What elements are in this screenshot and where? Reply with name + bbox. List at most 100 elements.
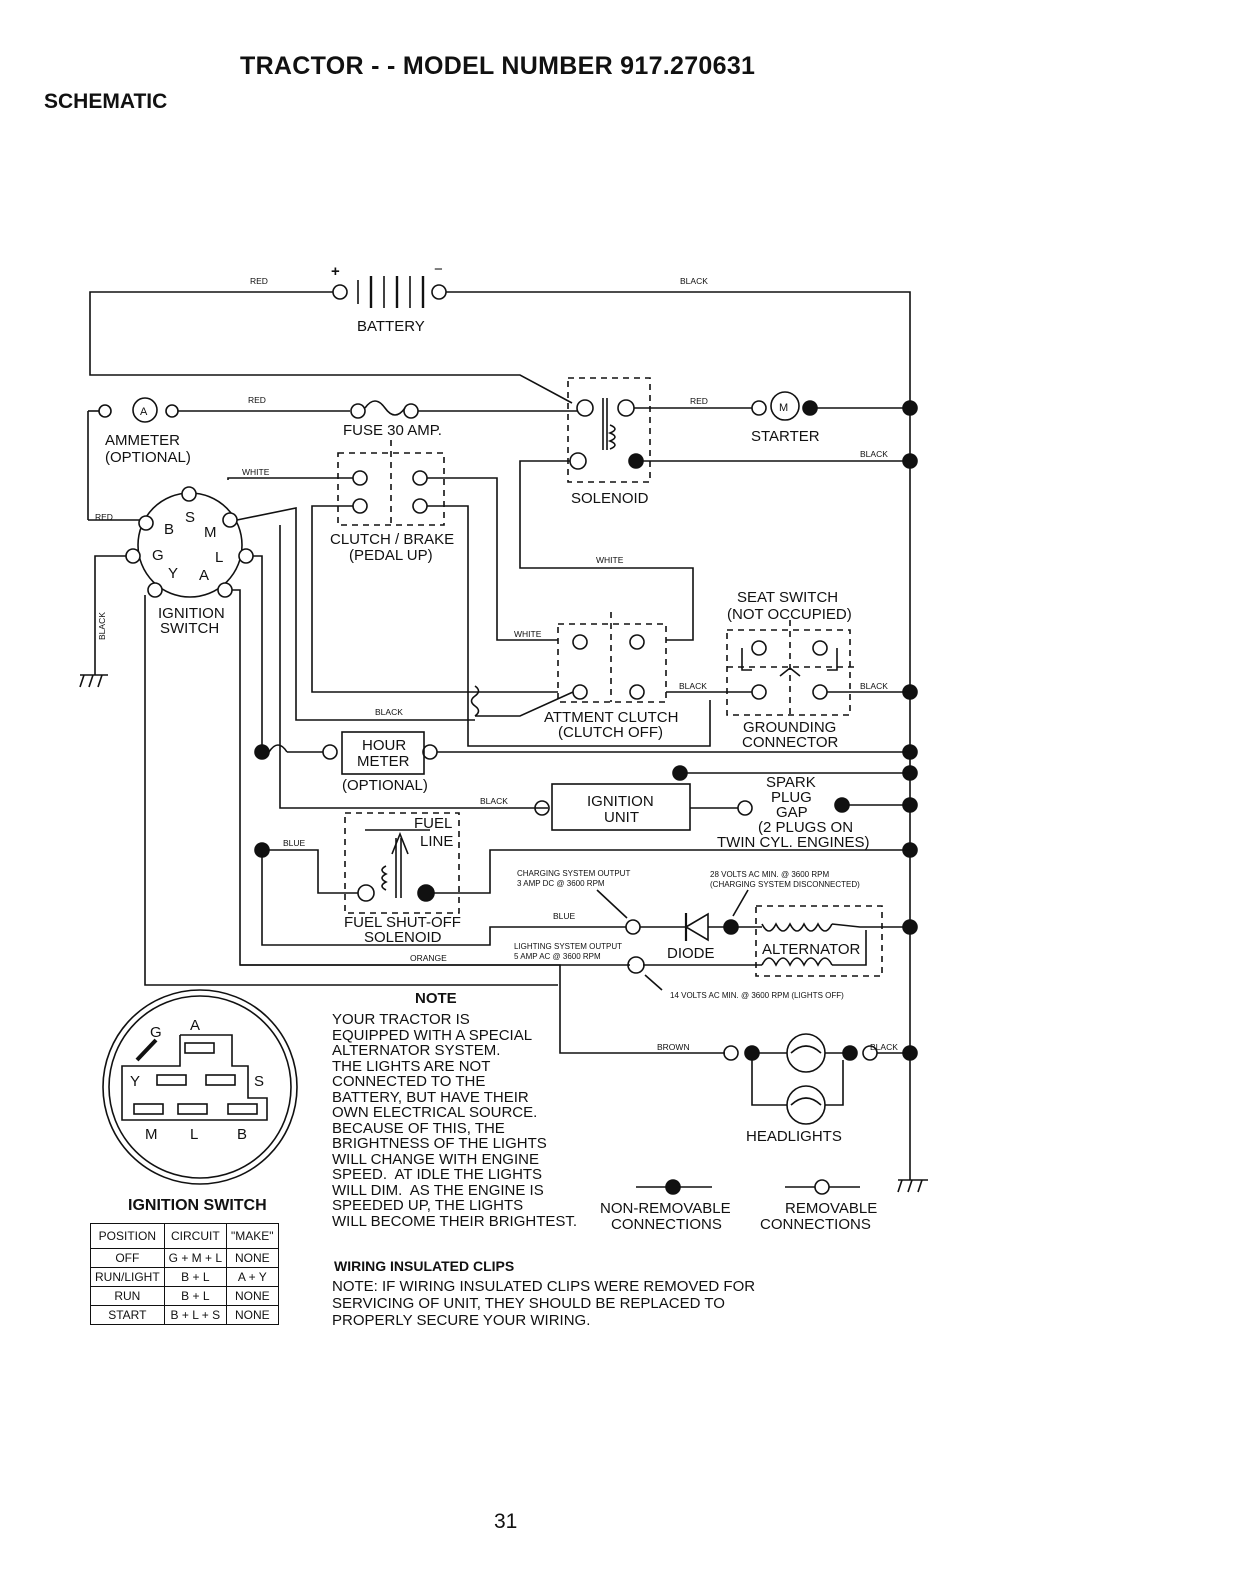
spark-plug-label-3: GAP bbox=[776, 804, 808, 821]
wire-label-blue-diode: BLUE bbox=[553, 911, 576, 921]
ground-bus bbox=[902, 400, 918, 1061]
table-cell: B + L bbox=[163, 1267, 228, 1287]
wire-label-black-battery: BLACK bbox=[680, 276, 708, 286]
legend-removable-2: CONNECTIONS bbox=[760, 1216, 871, 1233]
alternator bbox=[738, 905, 903, 977]
table-cell: OFF bbox=[90, 1248, 165, 1268]
note-title: NOTE bbox=[415, 990, 457, 1007]
table-cell: A + Y bbox=[226, 1267, 279, 1287]
wire-label-black-headlight: BLACK bbox=[870, 1042, 898, 1052]
wire-label-white-seat: WHITE bbox=[596, 555, 624, 565]
ground-symbol-left bbox=[79, 674, 108, 688]
battery bbox=[332, 276, 447, 308]
headlights-label: HEADLIGHTS bbox=[746, 1128, 842, 1145]
wire-label-black-ign-unit: BLACK bbox=[480, 796, 508, 806]
wiring-clips-body: NOTE: IF WIRING INSULATED CLIPS WERE REM… bbox=[332, 1278, 756, 1329]
hour-meter-optional: (OPTIONAL) bbox=[342, 777, 428, 794]
table-row: OFF G + M + L NONE bbox=[90, 1248, 279, 1268]
ign-face-m: M bbox=[145, 1126, 158, 1143]
fuse bbox=[350, 400, 419, 419]
battery-plus: + bbox=[331, 263, 340, 280]
table-row: RUN B + L NONE bbox=[90, 1286, 279, 1306]
ammeter-optional: (OPTIONAL) bbox=[105, 449, 191, 466]
fuel-solenoid-label-2: SOLENOID bbox=[364, 929, 442, 946]
ign-face-y: Y bbox=[130, 1073, 140, 1090]
wire-label-red-fuse: RED bbox=[248, 395, 266, 405]
terminal-s: S bbox=[185, 509, 195, 526]
ignition-switch-table: POSITION CIRCUIT "MAKE" OFF G + M + L NO… bbox=[90, 1223, 279, 1325]
fuse-label: FUSE 30 AMP. bbox=[343, 422, 442, 439]
terminal-a: A bbox=[199, 567, 209, 584]
ignition-switch-face bbox=[102, 989, 298, 1185]
table-header-make: "MAKE" bbox=[226, 1223, 279, 1249]
wire-label-blue-fuel: BLUE bbox=[283, 838, 306, 848]
table-row: RUN/LIGHT B + L A + Y bbox=[90, 1267, 279, 1287]
ignition-switch-table-title: IGNITION SWITCH bbox=[128, 1197, 267, 1214]
ammeter-symbol: A bbox=[140, 406, 148, 418]
starter-symbol: M bbox=[779, 402, 788, 414]
wire-label-black-attment: BLACK bbox=[375, 707, 403, 717]
ignition-unit-label-2: UNIT bbox=[604, 809, 639, 826]
table-cell: B + L + S bbox=[163, 1305, 228, 1325]
legend-removable bbox=[785, 1179, 860, 1195]
terminal-y: Y bbox=[168, 565, 178, 582]
hour-meter bbox=[254, 731, 438, 775]
legend-non-removable-2: CONNECTIONS bbox=[611, 1216, 722, 1233]
fuel-solenoid-label-1: FUEL SHUT-OFF bbox=[344, 914, 461, 931]
ignition-switch-label-1: IGNITION bbox=[158, 605, 225, 622]
attment-clutch-label-2: (CLUTCH OFF) bbox=[558, 724, 663, 741]
table-cell: START bbox=[90, 1305, 165, 1325]
attment-clutch-label-1: ATTMENT CLUTCH bbox=[544, 709, 678, 726]
wire-label-white-attment: WHITE bbox=[514, 629, 542, 639]
spark-plug-label-4: (2 PLUGS ON bbox=[758, 819, 853, 836]
table-cell: G + M + L bbox=[163, 1248, 228, 1268]
spark-plug-label-1: SPARK bbox=[766, 774, 816, 791]
spark-plug-label-5: TWIN CYL. ENGINES) bbox=[717, 834, 870, 851]
ground-symbol-right bbox=[897, 1179, 928, 1193]
wire-label-orange: ORANGE bbox=[410, 953, 447, 963]
ignition-unit bbox=[534, 765, 753, 831]
ammeter-label: AMMETER bbox=[105, 432, 180, 449]
clutch-brake-label-2: (PEDAL UP) bbox=[349, 547, 433, 564]
fuel-line-label-2: LINE bbox=[420, 833, 453, 850]
table-cell: NONE bbox=[226, 1305, 279, 1325]
grounding-label-2: CONNECTOR bbox=[742, 734, 839, 751]
seat-switch bbox=[726, 620, 855, 716]
ignition-switch-schematic bbox=[125, 486, 254, 598]
fuel-line-label-1: FUEL bbox=[414, 815, 452, 832]
alternator-label: ALTERNATOR bbox=[762, 941, 861, 958]
note-body: YOUR TRACTOR IS EQUIPPED WITH A SPECIAL … bbox=[332, 1011, 578, 1230]
legend-removable-1: REMOVABLE bbox=[785, 1200, 877, 1217]
table-row: START B + L + S NONE bbox=[90, 1305, 279, 1325]
ign-face-s: S bbox=[254, 1073, 264, 1090]
ign-face-b: B bbox=[237, 1126, 247, 1143]
attachment-clutch-switch bbox=[557, 612, 667, 703]
seat-switch-label-2: (NOT OCCUPIED) bbox=[727, 606, 852, 623]
solenoid-label: SOLENOID bbox=[571, 490, 649, 507]
terminal-b: B bbox=[164, 521, 174, 538]
seat-switch-label-1: SEAT SWITCH bbox=[737, 589, 838, 606]
headlights bbox=[723, 1033, 878, 1125]
volts14-label: 14 VOLTS AC MIN. @ 3600 RPM (LIGHTS OFF) bbox=[670, 991, 844, 1000]
grounding-label-1: GROUNDING bbox=[743, 719, 836, 736]
wiring-clips-title: WIRING INSULATED CLIPS bbox=[334, 1258, 515, 1274]
wire-label-red-battery: RED bbox=[250, 276, 268, 286]
diode bbox=[625, 912, 739, 942]
lighting-output-2: 5 AMP AC @ 3600 RPM bbox=[514, 952, 601, 961]
section-heading: SCHEMATIC bbox=[44, 90, 168, 113]
wire-label-black-seat: BLACK bbox=[679, 681, 707, 691]
battery-minus: − bbox=[434, 261, 443, 278]
ign-face-g: G bbox=[150, 1024, 162, 1041]
wire-label-red-starter: RED bbox=[690, 396, 708, 406]
table-header-circuit: CIRCUIT bbox=[163, 1223, 228, 1249]
clutch-brake-label-1: CLUTCH / BRAKE bbox=[330, 531, 454, 548]
terminal-l: L bbox=[215, 549, 223, 566]
volts28-label-1: 28 VOLTS AC MIN. @ 3600 RPM bbox=[710, 870, 829, 879]
page-number: 31 bbox=[494, 1510, 518, 1533]
spark-plug-gap bbox=[834, 797, 850, 813]
ignition-unit-label-1: IGNITION bbox=[587, 793, 654, 810]
legend-non-removable-1: NON-REMOVABLE bbox=[600, 1200, 731, 1217]
hour-meter-label-1: HOUR bbox=[362, 737, 406, 754]
terminal-m: M bbox=[204, 524, 217, 541]
page-title: TRACTOR - - MODEL NUMBER 917.270631 bbox=[240, 52, 756, 80]
